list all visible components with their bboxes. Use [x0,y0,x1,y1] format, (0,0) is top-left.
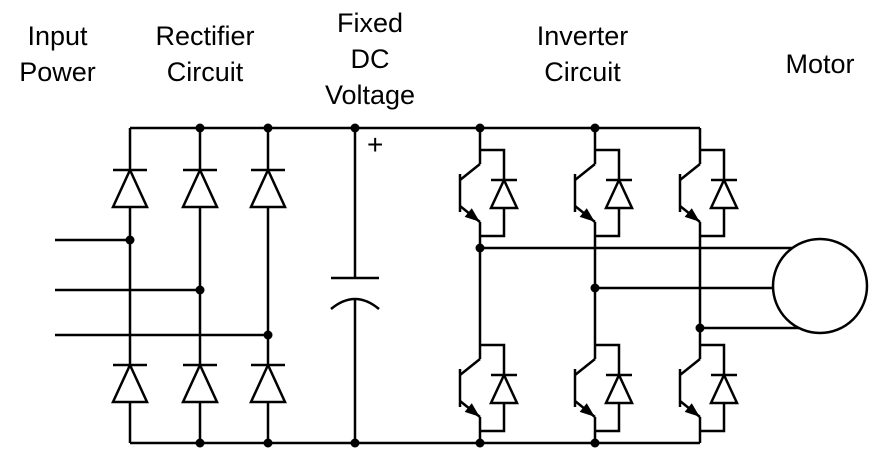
label-line: Rectifier [155,21,255,51]
label-fixed-dc-voltage: Fixed DC Voltage [310,5,430,113]
label-line: Inverter [536,21,629,51]
label-rectifier-circuit: Rectifier Circuit [125,18,285,90]
label-line: Voltage [324,80,416,110]
igbt-with-freewheel-diode-icon [678,148,739,238]
rectifier-diode-icon [181,363,219,404]
dc-link-capacitor [330,276,380,310]
igbt-with-freewheel-diode-icon [573,148,634,238]
igbt-with-freewheel-diode-icon [678,343,739,433]
igbt-with-freewheel-diode-icon [458,343,519,433]
label-inverter-circuit: Inverter Circuit [495,18,670,90]
dc-bus-plus-sign: + [367,129,384,160]
rectifier-diode-icon [249,363,287,404]
label-motor: Motor [755,46,885,82]
label-line: Motor [785,49,855,79]
label-line: Fixed [336,8,404,38]
rectifier-diode-icon [111,363,149,404]
label-line: Circuit [544,57,621,87]
motor-circle-icon [771,237,869,335]
capacitor-plate-curved [330,297,380,310]
igbt-with-freewheel-diode-icon [458,148,519,238]
label-line: DC [350,44,390,74]
igbt-with-freewheel-diode-icon [573,343,634,433]
label-input-power: Input Power [0,18,115,90]
rectifier-diode-icon [249,168,287,209]
label-line: Power [19,57,96,87]
rectifier-diode-icon [181,168,219,209]
rectifier-diode-icon [111,168,149,209]
wires [55,126,800,445]
junction-dots [125,123,705,448]
label-line: Input [27,21,88,51]
label-line: Circuit [166,57,244,87]
